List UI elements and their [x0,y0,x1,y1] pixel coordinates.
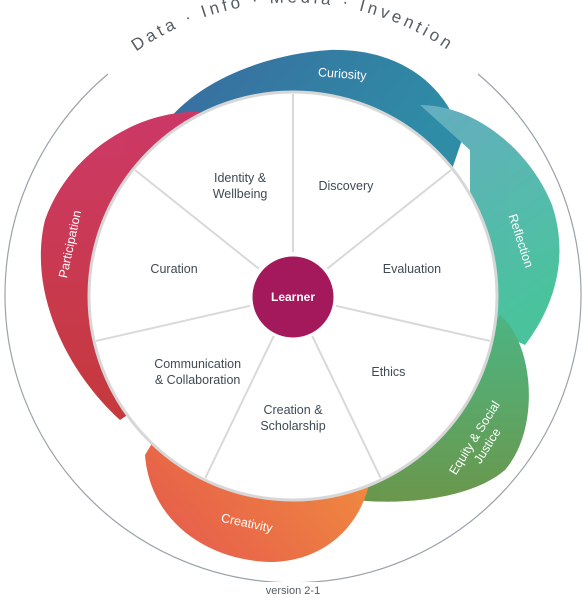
diagram-title: Data · Info · Media · Invention [128,0,458,55]
wheel-divider [95,304,251,342]
wheel-divider [204,335,275,479]
wheel-divider [134,169,260,270]
wheel-segment-line: Curation [150,262,197,276]
learner-hub [249,253,337,341]
wheel-dividers [95,94,491,479]
wheel-segment-label: Evaluation [383,262,441,276]
wheel-divider [335,304,491,342]
wheel-segment-label: Discovery [318,179,374,193]
learner-label: Learner [271,290,315,304]
wheel-segment-line: & Collaboration [155,373,241,387]
wheel-segment-label: Creation & Scholarship [260,403,325,433]
diagram-title-text: Data · Info · Media · Invention [128,0,455,55]
wheel-segment-line: Evaluation [383,262,441,276]
wheel-segment-line: Scholarship [260,419,325,433]
wheel-segment-line: Wellbeing [213,187,268,201]
wheel-segment-line: Communication [154,357,241,371]
wheel-segment-line: Discovery [318,179,374,193]
wheel-segment-line: Ethics [371,365,405,379]
wheel-segment-label: Ethics [371,365,405,379]
petal-reflection [420,105,560,345]
version-gap [262,582,326,598]
wheel-segment-label: Communication & Collaboration [154,357,241,387]
wheel-segment-label: Identity & Wellbeing [213,171,268,201]
wheel-segment-line: Identity & [214,171,267,185]
wheel-divider [326,169,452,270]
version-label: version 2-1 [266,585,320,597]
petal-label-curiosity: Curiosity [318,65,368,82]
wheel-divider [311,335,382,479]
wheel-segment-label: Curation [150,262,197,276]
wheel-segment-line: Creation & [263,403,323,417]
